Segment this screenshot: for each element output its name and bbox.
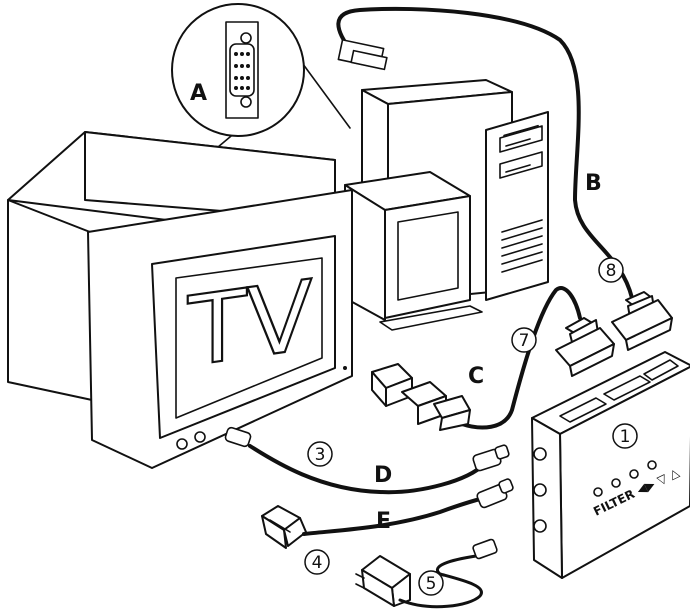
cable-d <box>224 426 510 495</box>
scart-plug <box>261 505 307 549</box>
television: TV <box>7 131 353 469</box>
converter-box: FILTER ◀▶ ▽ △ <box>531 351 690 579</box>
connector-7 <box>555 317 615 377</box>
callout-5: 5 <box>418 570 444 596</box>
callout-7-text: 7 <box>519 331 530 351</box>
tv-label: TV <box>187 259 312 389</box>
callout-7: 7 <box>511 327 537 353</box>
label-c: C <box>468 364 484 389</box>
callout-1-text: 1 <box>620 427 631 447</box>
box-ports <box>559 359 679 423</box>
vga-pins <box>234 52 250 90</box>
power-adapter <box>355 538 498 609</box>
callout-4: 4 <box>304 549 330 575</box>
callout-4-text: 4 <box>312 553 323 573</box>
vga-adapter <box>371 363 471 431</box>
callout-1: 1 <box>612 423 638 449</box>
label-e: E <box>376 509 391 534</box>
drive-bays <box>499 125 543 179</box>
vga-port-callout <box>171 3 351 159</box>
connector-8 <box>611 291 673 351</box>
tower-vents <box>501 219 543 273</box>
callout-3-text: 3 <box>315 445 326 465</box>
label-b: B <box>585 171 602 196</box>
callout-8: 8 <box>598 257 624 283</box>
callout-5-text: 5 <box>426 574 437 594</box>
cable-c <box>371 286 582 431</box>
label-a: A <box>190 81 207 106</box>
label-d: D <box>374 463 392 488</box>
cable-e <box>261 478 514 549</box>
cable-b <box>336 6 634 300</box>
callout-3: 3 <box>307 441 333 467</box>
pc-monitor <box>344 171 483 331</box>
callout-8-text: 8 <box>606 261 617 281</box>
box-buttons <box>593 460 657 497</box>
